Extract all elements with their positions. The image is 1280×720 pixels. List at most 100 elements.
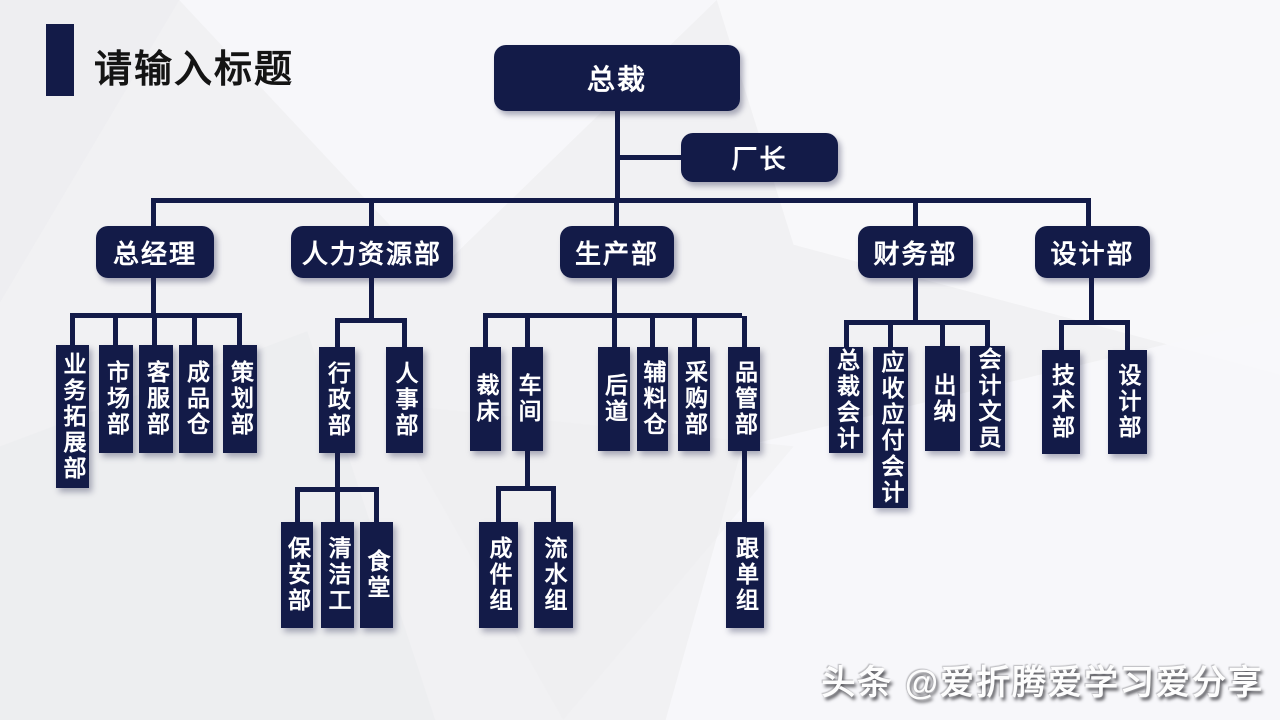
connector-stub: [402, 321, 407, 347]
node-cutting: 裁床: [470, 347, 501, 451]
connector-stub: [335, 321, 340, 347]
connector-vice: [618, 155, 681, 160]
node-label: 财务部: [873, 238, 958, 269]
connector-hr-trunk: [369, 278, 374, 320]
node-accounting-clerk: 会计文员: [970, 346, 1005, 451]
node-label: 策划部: [227, 360, 254, 438]
connector-stub: [151, 201, 156, 227]
connector-stub: [496, 489, 501, 522]
node-customer-service: 客服部: [139, 345, 173, 453]
node-label: 会计文员: [975, 346, 1001, 451]
node-assembly-group: 成件组: [479, 522, 518, 628]
node-label: 人力资源部: [301, 238, 442, 269]
connector-fin-rail: [844, 320, 990, 325]
connector-stub: [192, 316, 197, 346]
connector-stub: [940, 323, 945, 347]
node-label: 应收应付会计: [878, 349, 904, 506]
node-production-dept: 生产部: [560, 226, 674, 278]
connector-workshop-trunk: [525, 451, 530, 488]
node-canteen: 食堂: [360, 522, 393, 628]
connector-stub: [335, 490, 340, 522]
connector-stub: [1059, 323, 1064, 350]
node-label: 总裁会计: [833, 348, 860, 452]
connector-stub: [551, 489, 556, 522]
node-design-sub-dept: 设计部: [1108, 350, 1147, 454]
connector-design-rail: [1059, 320, 1130, 325]
node-label: 车间: [515, 373, 541, 425]
connector-gm-rail: [70, 313, 242, 318]
connector-level2-rail: [151, 198, 1091, 203]
node-label: 业务拓展部: [60, 351, 86, 482]
node-label: 流水组: [541, 536, 567, 614]
node-finance-dept: 财务部: [858, 226, 973, 278]
node-label: 清洁工: [325, 536, 351, 614]
node-label: 设计部: [1050, 238, 1135, 269]
connector-workshop-rail: [496, 486, 556, 491]
connector-stub: [525, 316, 530, 347]
connector-stub: [374, 490, 379, 522]
node-label: 人事部: [392, 361, 418, 439]
node-technical-dept: 技术部: [1042, 350, 1080, 454]
connector-stub: [152, 316, 157, 346]
connector-stub: [237, 316, 242, 346]
node-label: 出纳: [930, 372, 956, 425]
node-general-manager: 总经理: [96, 226, 214, 278]
connector-gm-trunk: [151, 278, 156, 315]
node-label: 生产部: [574, 238, 659, 269]
connector-stub: [612, 316, 617, 347]
connector-stub: [844, 323, 849, 347]
node-label: 总裁: [586, 64, 647, 95]
watermark-text: 头条 @爱折腾爱学习爱分享: [821, 664, 1264, 702]
connector-hr-rail: [335, 318, 407, 323]
node-cashier: 出纳: [925, 346, 960, 451]
connector-prod-rail: [483, 313, 742, 318]
node-label: 设计部: [1115, 363, 1141, 441]
connector-prod-trunk: [612, 278, 617, 315]
node-label: 品管部: [731, 360, 758, 438]
node-planning: 策划部: [223, 345, 257, 453]
connector-stub: [369, 201, 374, 227]
node-line-group: 流水组: [534, 522, 573, 628]
connector-stub: [692, 316, 697, 347]
node-security: 保安部: [281, 522, 313, 628]
node-quality-control: 品管部: [728, 347, 760, 451]
node-cleaning: 清洁工: [321, 522, 354, 628]
connector-stub: [113, 316, 118, 346]
node-label: 后道: [601, 373, 628, 425]
node-label: 技术部: [1048, 363, 1075, 441]
connector-stub: [1086, 201, 1091, 227]
node-label: 总经理: [112, 238, 197, 269]
node-workshop: 车间: [512, 347, 543, 451]
node-label: 厂长: [731, 144, 788, 174]
slide-title: 请输入标题: [94, 49, 295, 91]
connector-stub: [913, 201, 918, 227]
node-label: 采购部: [681, 360, 708, 438]
connector-design-trunk: [1089, 278, 1094, 322]
node-label: 客服部: [143, 360, 170, 438]
node-finished-goods-warehouse: 成品仓: [179, 345, 213, 453]
node-label: 保安部: [284, 536, 311, 614]
connector-qc-trunk: [742, 451, 747, 522]
node-ap-ar-accountant: 应收应付会计: [873, 347, 908, 508]
node-label: 裁床: [473, 373, 499, 425]
node-business-development: 业务拓展部: [56, 345, 89, 488]
connector-root-trunk: [615, 110, 620, 202]
node-hr-dept: 人力资源部: [291, 226, 453, 278]
connector-stub: [742, 316, 747, 347]
node-label: 跟单组: [732, 536, 759, 614]
node-personnel-dept: 人事部: [386, 347, 423, 453]
node-accessories-warehouse: 辅料仓: [637, 347, 668, 451]
connector-stub: [650, 316, 655, 347]
node-marketing: 市场部: [99, 345, 133, 453]
connector-stub: [985, 323, 990, 347]
connector-stub: [295, 490, 300, 522]
node-design-dept: 设计部: [1035, 226, 1150, 278]
node-chief-accountant: 总裁会计: [829, 347, 863, 453]
connector-admin-rail: [295, 487, 379, 492]
connector-stub: [614, 201, 619, 227]
title-accent-bar: [46, 24, 74, 96]
node-label: 辅料仓: [640, 360, 666, 438]
node-label: 市场部: [103, 360, 130, 438]
node-label: 行政部: [324, 361, 351, 439]
